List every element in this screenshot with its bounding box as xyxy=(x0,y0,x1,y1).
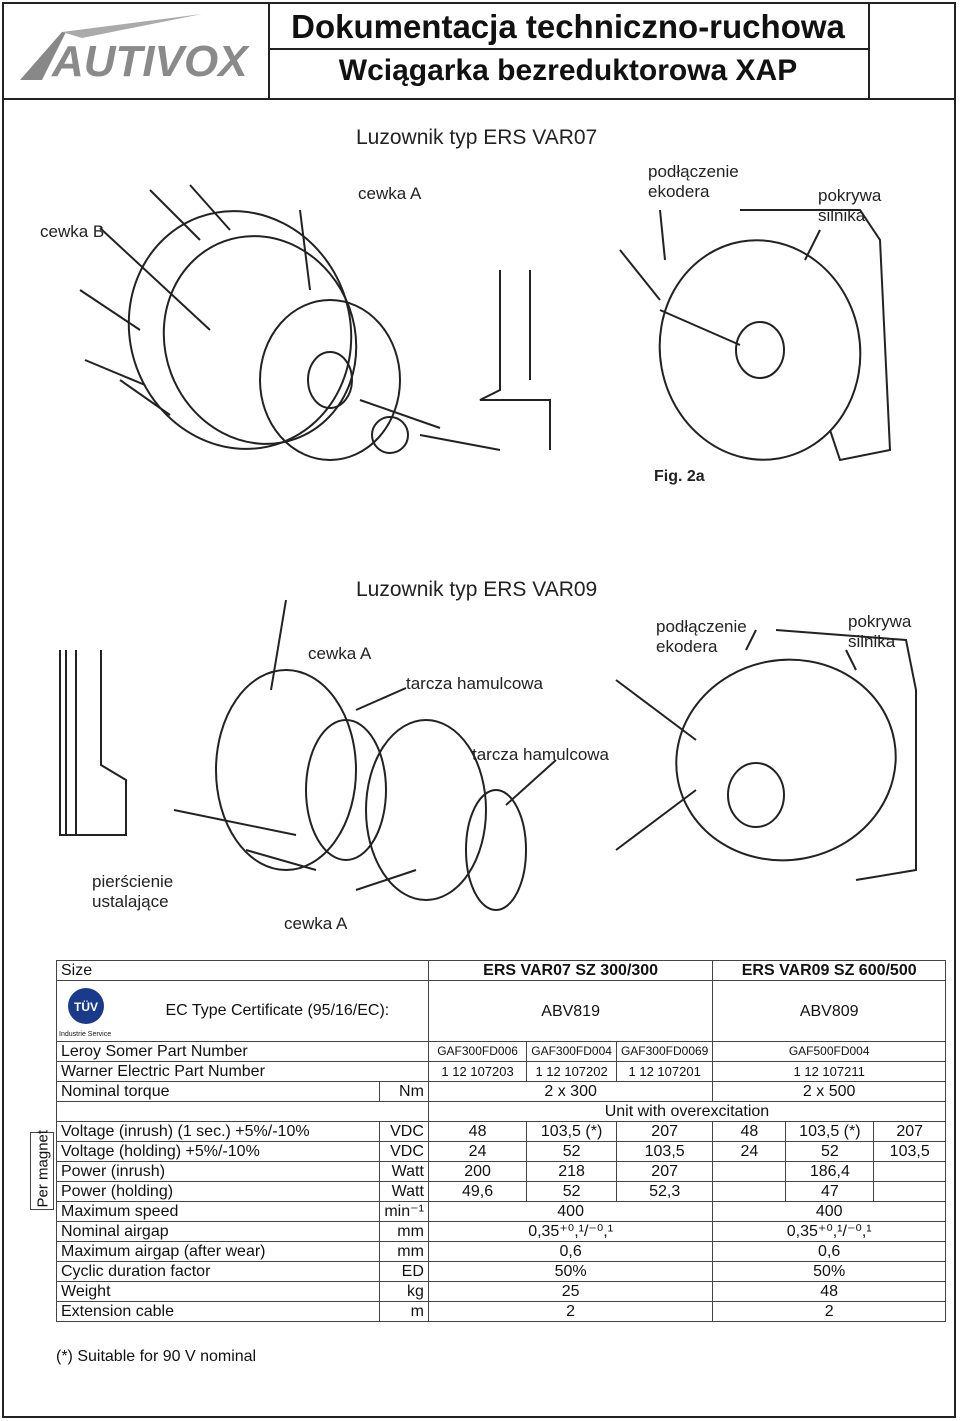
ec-a: ABV819 xyxy=(427,980,714,1042)
company-logo: AUTIVOX xyxy=(2,2,270,98)
warner-row: Warner Electric Part Number 1 12 107203 … xyxy=(56,1061,946,1082)
document-subtitle: Wciągarka bezreduktorowa XAP xyxy=(338,54,798,87)
autivox-logo: AUTIVOX xyxy=(20,14,250,86)
spec-table: Size ERS VAR07 SZ 300/300 ERS VAR09 SZ 6… xyxy=(55,960,947,1322)
fig1-caption: Fig. 2a xyxy=(654,468,705,485)
fig2-drawing xyxy=(59,599,917,911)
footnote: (*) Suitable for 90 V nominal xyxy=(56,1348,257,1365)
fig2-label-brake-disc-top: tarcza hamulcowa xyxy=(406,674,544,693)
svg-text:TÜV: TÜV xyxy=(74,999,98,1014)
ec-row: TÜV Industrie Service EC Type Certificat… xyxy=(56,980,946,1042)
fig1-label-coil-b: cewka B xyxy=(40,222,105,241)
size-label: Size xyxy=(56,960,429,981)
fig1-title: Luzownik typ ERS VAR07 xyxy=(356,126,598,149)
fig2-label-coil-a-bottom: cewka A xyxy=(284,914,348,933)
size-row: Size ERS VAR07 SZ 300/300 ERS VAR09 SZ 6… xyxy=(56,960,946,981)
fig1-label-coil-a: cewka A xyxy=(358,184,422,203)
logo-text: AUTIVOX xyxy=(51,37,250,86)
ec-b: ABV809 xyxy=(712,980,946,1042)
document-title: Dokumentacja techniczno-ruchowa xyxy=(268,6,868,50)
per-magnet-label: Per magnet xyxy=(30,1130,54,1210)
fig2-label-coil-a-top: cewka A xyxy=(308,644,372,663)
title-block: Dokumentacja techniczno-ruchowa Wciągark… xyxy=(268,2,870,98)
fig2-label-brake-disc-mid: tarcza hamulcowa xyxy=(472,745,610,764)
page-header: AUTIVOX Dokumentacja techniczno-ruchowa … xyxy=(2,2,956,100)
model-b: ERS VAR09 SZ 600/500 xyxy=(712,960,946,981)
fig1-drawing xyxy=(79,184,892,462)
fig2-label-rings: pierścienie ustalające xyxy=(92,872,174,911)
leroy-row: Leroy Somer Part Number GAF300FD006 GAF3… xyxy=(56,1041,946,1062)
torque-row: Nominal torque Nm 2 x 300 2 x 500 xyxy=(55,1081,946,1102)
ec-label: EC Type Certificate (95/16/EC): xyxy=(165,1002,390,1020)
fig2-title: Luzownik typ ERS VAR09 xyxy=(356,578,598,601)
overexcitation-row: Unit with overexcitation xyxy=(56,1101,947,1122)
model-a: ERS VAR07 SZ 300/300 xyxy=(427,960,714,981)
fig1-label-encoder: podłączenie ekodera xyxy=(648,162,739,201)
fig2-label-encoder: podłączenie ekodera xyxy=(656,617,747,656)
tuv-logo: TÜV Industrie Service xyxy=(59,985,121,1038)
